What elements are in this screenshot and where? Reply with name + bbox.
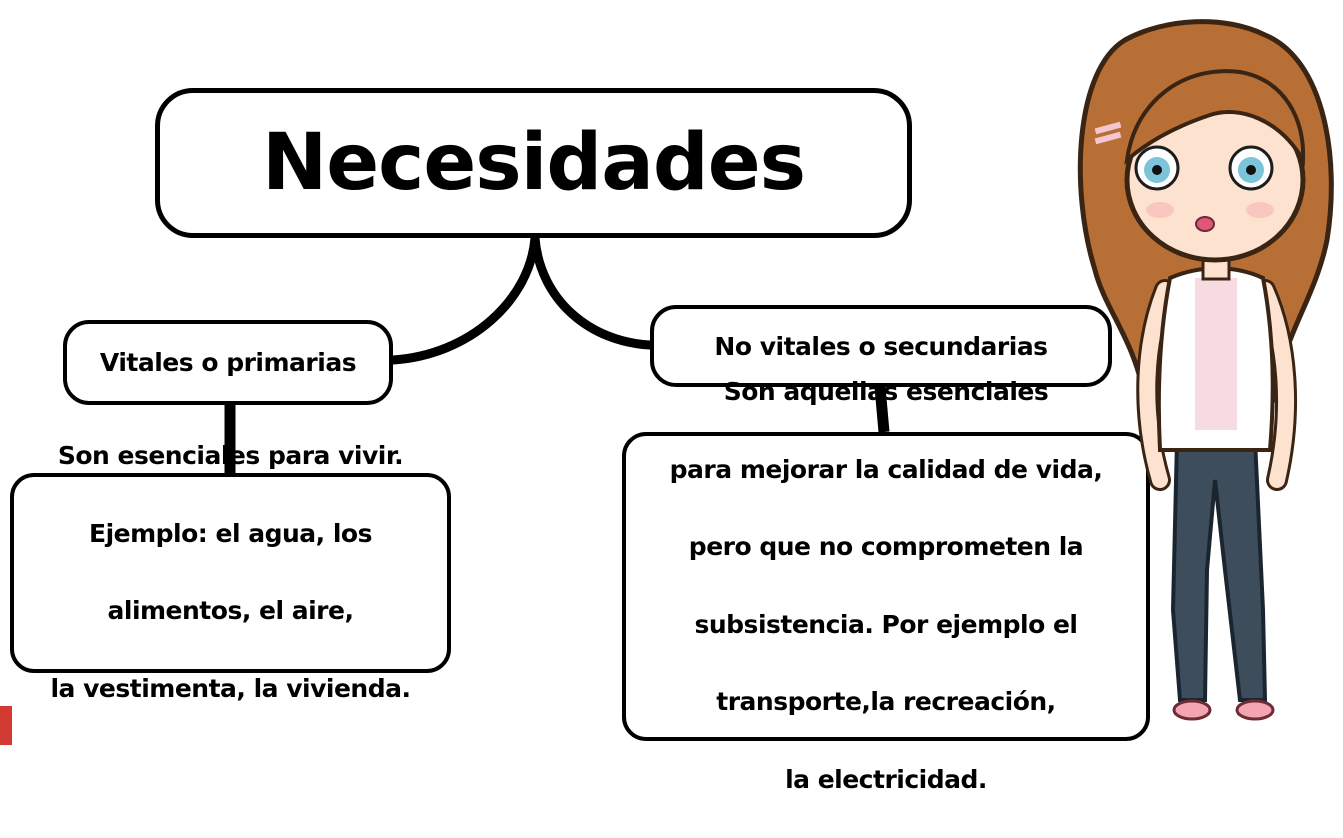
secondary-description: Son aquellas esenciales para mejorar la … xyxy=(670,335,1103,838)
node-primary-label: Vitales o primarias xyxy=(99,348,357,377)
connector-title-right xyxy=(530,233,655,350)
secondary-line: pero que no comprometen la xyxy=(688,532,1084,562)
secondary-line: transporte,la recreación, xyxy=(716,687,1056,717)
diagram-title: Necesidades xyxy=(261,118,806,208)
secondary-line: subsistencia. Por ejemplo el xyxy=(694,609,1078,639)
primary-line: alimentos, el aire, xyxy=(107,596,354,626)
node-secondary-needs: No vitales o secundarias xyxy=(650,305,1112,387)
cartoon-girl-icon xyxy=(1077,19,1334,721)
primary-description-box: Son esenciales para vivir. Ejemplo: el a… xyxy=(10,441,451,703)
node-primary-needs: Vitales o primarias xyxy=(63,320,393,405)
connector-right-down xyxy=(874,386,890,433)
primary-description: Son esenciales para vivir. Ejemplo: el a… xyxy=(50,399,411,748)
secondary-line: Son aquellas esenciales xyxy=(723,377,1049,407)
title-node: Necesidades xyxy=(155,88,912,238)
primary-line: la vestimenta, la vivienda. xyxy=(50,673,411,703)
secondary-description-box: Son aquellas esenciales para mejorar la … xyxy=(622,377,1150,794)
corner-accent-mark xyxy=(0,706,12,745)
secondary-line: la electricidad. xyxy=(785,764,987,794)
connector-lines xyxy=(224,233,890,473)
connector-title-left xyxy=(388,233,540,365)
primary-line: Ejemplo: el agua, los xyxy=(89,518,372,548)
node-secondary-label: No vitales o secundarias xyxy=(714,331,1048,361)
primary-line: Son esenciales para vivir. xyxy=(57,441,404,471)
secondary-line: para mejorar la calidad de vida, xyxy=(669,454,1103,484)
